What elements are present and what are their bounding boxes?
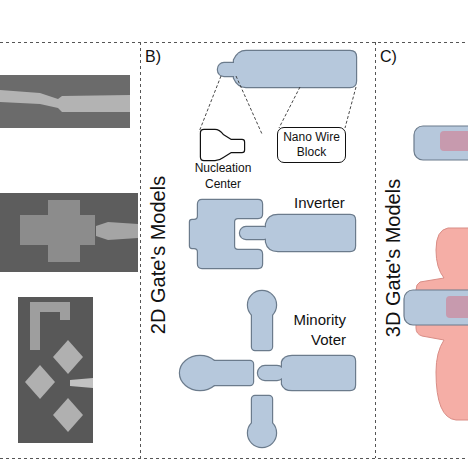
- panel-title: 3D Gate's Models: [382, 179, 405, 337]
- magnet-body-outline: [234, 51, 356, 87]
- panel-dividers: [0, 42, 468, 459]
- leader-line: [345, 87, 356, 128]
- leader-lines: [199, 76, 356, 134]
- 3d-magnet-core: [440, 131, 468, 151]
- magnet-body: [234, 51, 356, 87]
- shape-border: [282, 356, 355, 390]
- shape-fill: [258, 366, 284, 380]
- leader-line: [279, 87, 300, 128]
- sem-diamond: [25, 365, 55, 399]
- nano-wire-block: Nano Wire Block: [277, 127, 346, 163]
- dashed-divider: [0, 458, 468, 459]
- panel-letter: B): [145, 48, 161, 66]
- shape-fill: [248, 419, 276, 447]
- dashed-divider: [0, 42, 468, 43]
- panel-c-3d-models: [404, 126, 468, 420]
- leader-line: [236, 76, 262, 134]
- minority-voter-gate: Minority Voter: [178, 290, 357, 450]
- dashed-divider: [375, 42, 376, 458]
- shape-fill: [266, 215, 355, 251]
- sem-image: [18, 297, 93, 443]
- shape-border: [252, 308, 272, 350]
- shape-group: [180, 291, 355, 447]
- block-label: Nano Wire Block: [278, 128, 345, 162]
- sem-image: [0, 75, 130, 128]
- sem-diamond: [53, 340, 83, 374]
- shape-border: [266, 215, 355, 251]
- sem-diamond: [53, 398, 83, 432]
- panel-band: B) 2D Gate's Models Nucleation Center Nano …: [140, 42, 375, 458]
- panel-band: C) 3D Gate's Models: [375, 42, 468, 458]
- 3d-magnet: [414, 126, 468, 160]
- shape-fill: [282, 356, 355, 390]
- gate-label: Inverter: [294, 194, 345, 211]
- inverter-gate: Inverter: [188, 196, 357, 270]
- shape-fill: [252, 308, 272, 350]
- shape-border: [240, 227, 270, 239]
- leader-line: [199, 76, 221, 132]
- shape-fill: [201, 130, 244, 160]
- panel-a-sem-images: [0, 75, 138, 443]
- dashed-divider: [140, 42, 141, 458]
- nucleation-center-shape: Nucleation Center: [185, 128, 261, 198]
- shape-border: [248, 419, 276, 447]
- shape-border: [201, 130, 244, 160]
- shape-border: [200, 361, 253, 385]
- panel-title: 2D Gate's Models: [147, 176, 170, 334]
- sem-wire: [0, 90, 130, 112]
- 3d-magnet: [404, 290, 468, 325]
- shape-group: [201, 130, 244, 160]
- sem-cross: [20, 200, 95, 262]
- panel-letter: C): [380, 48, 397, 66]
- gate-label: Minority Voter: [282, 310, 346, 351]
- sem-wire: [70, 378, 93, 388]
- sem-wire: [96, 222, 138, 240]
- sem-wire: [30, 302, 70, 350]
- shape-fill: [240, 227, 270, 239]
- sem-image: [0, 193, 138, 272]
- shape-fill: [200, 361, 253, 385]
- 3d-magnet-core: [446, 296, 468, 318]
- shape-border: [258, 366, 284, 380]
- shape-label: Nucleation Center: [185, 161, 261, 192]
